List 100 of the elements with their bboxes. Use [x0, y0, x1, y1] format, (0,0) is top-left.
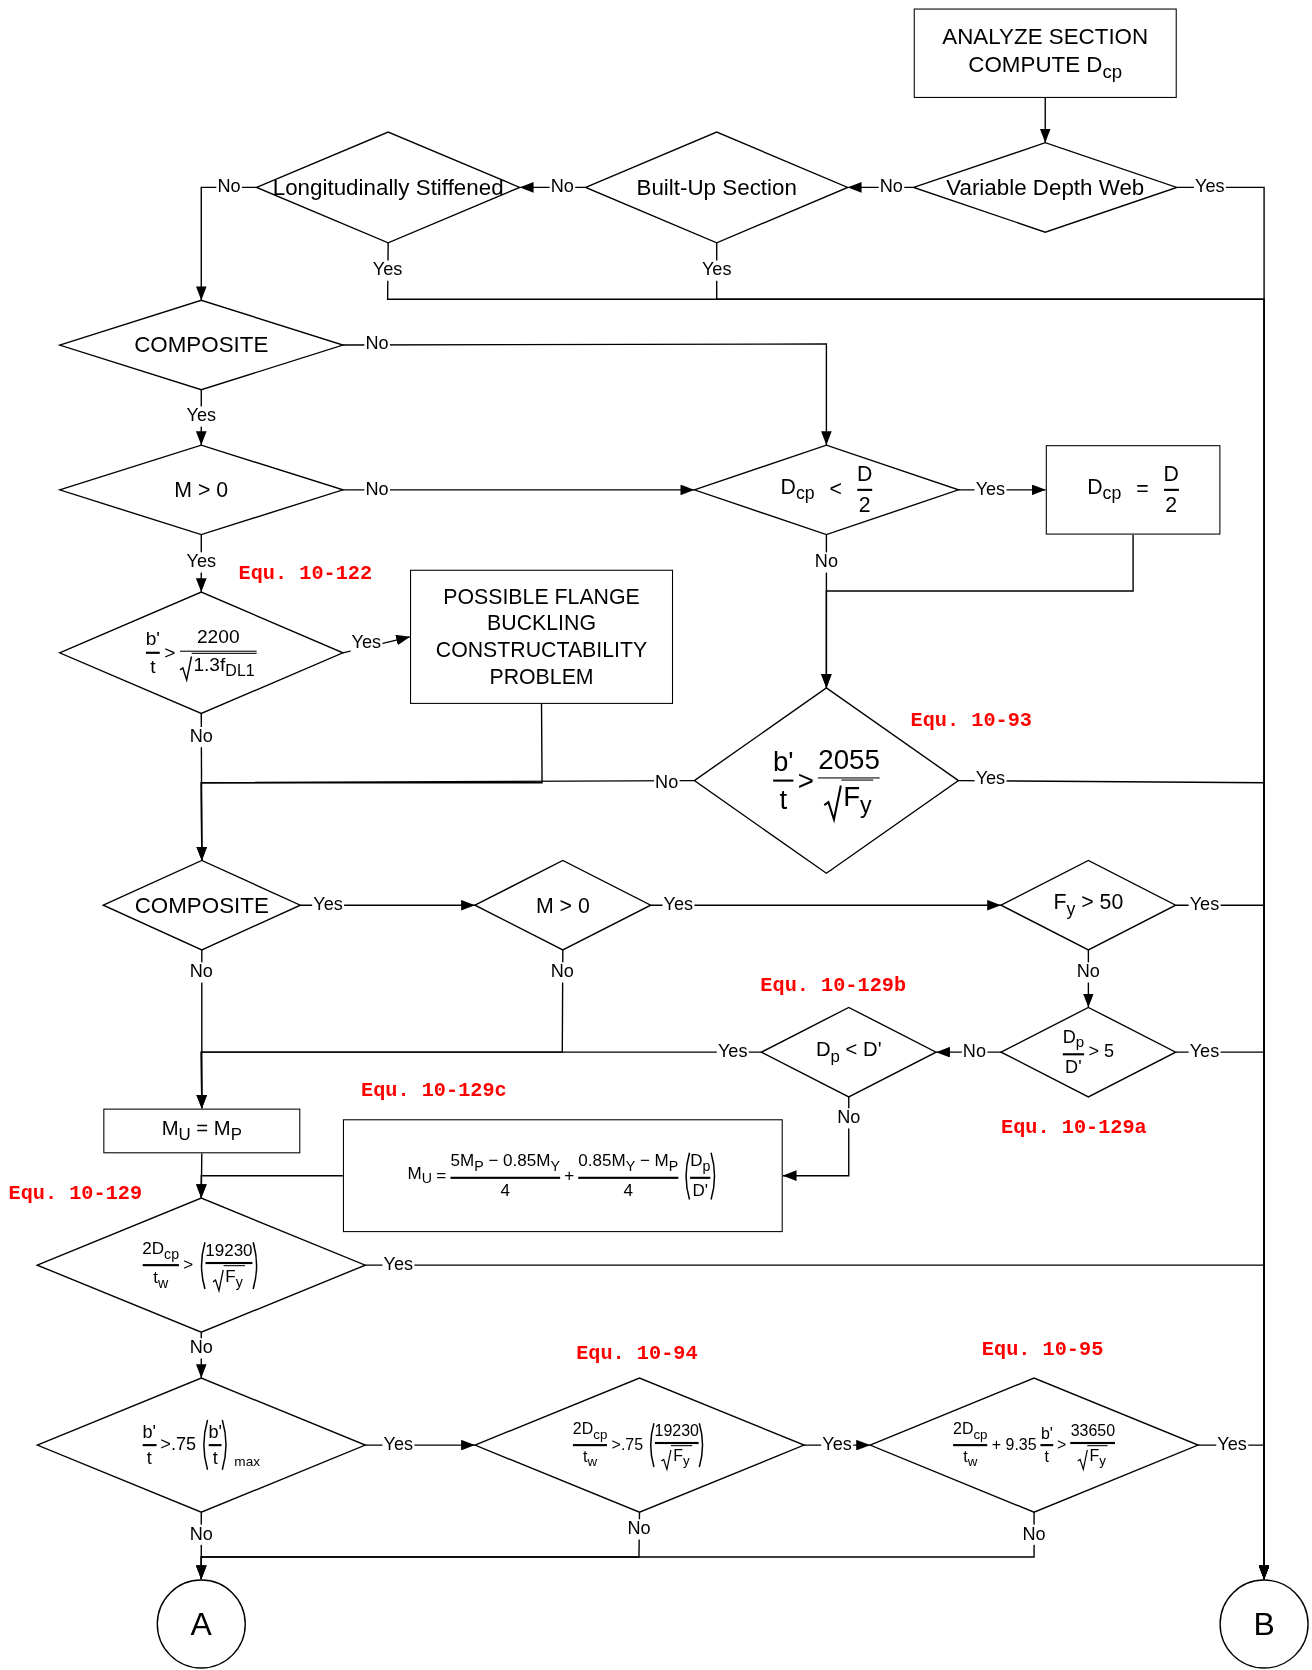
formula-term: >.75: [611, 1435, 644, 1456]
node-text: Longitudinally Stiffened: [272, 173, 504, 202]
decision-diamond: [256, 132, 520, 243]
formula-term: 19230: [205, 1239, 253, 1262]
decision-diamond: [474, 1378, 805, 1513]
decision-diamond: [37, 1378, 366, 1513]
formula-term: max: [234, 1453, 261, 1471]
edge-label: No: [188, 727, 214, 747]
edge-label: No: [836, 1108, 862, 1129]
formula-term: >: [164, 640, 176, 665]
edge-label: No: [188, 1338, 214, 1359]
decision-diamond: [1001, 1007, 1176, 1097]
equation-reference: Equ. 10-129: [8, 1182, 143, 1206]
formula-term: =: [436, 1165, 447, 1187]
edge-label: No: [549, 962, 575, 983]
formula-term: t: [1044, 1446, 1050, 1467]
process-box: [103, 1108, 301, 1154]
formula-term: D: [1163, 461, 1179, 488]
process-box: [342, 1119, 783, 1233]
flow-arrow: [342, 343, 832, 446]
formula-term: 2055: [818, 741, 880, 777]
node-text: F$_{y}$ > 50: [1053, 889, 1124, 922]
formula-term: 2D$_{cp}$: [142, 1238, 180, 1264]
edge-label: No: [188, 1524, 214, 1545]
edge-label: No: [813, 552, 840, 573]
formula-term: b': [1040, 1423, 1053, 1444]
node-text: COMPOSITE: [134, 331, 269, 359]
equation-reference: Equ. 10-129a: [1001, 1116, 1147, 1140]
formula-term: 19230: [654, 1421, 699, 1442]
formula-term: D$_{p}$: [1062, 1025, 1085, 1053]
decision-diamond: [585, 132, 848, 243]
decision-diamond: [694, 445, 959, 535]
formula-term: 5M$_{P}$ − 0.85M$_{Y}$: [450, 1150, 560, 1176]
flow-arrow: [195, 1175, 344, 1199]
formula-term: F$_{y}$: [1087, 1444, 1108, 1470]
formula-term: +: [564, 1165, 575, 1187]
formula-term: t$_{w}$: [153, 1266, 169, 1293]
process-box: [913, 8, 1177, 98]
formula-term: D: [856, 461, 873, 488]
formula-term: >: [1057, 1435, 1067, 1456]
formula-term: b': [142, 1420, 157, 1444]
flow-arrow: [342, 484, 696, 496]
edge-label: Yes: [700, 260, 733, 281]
node-text: M > 0: [174, 476, 229, 504]
equation-reference: Equ. 10-129b: [760, 974, 907, 998]
formula-term: D$_{cp}$: [780, 474, 815, 506]
edge-label: Yes: [185, 552, 218, 573]
formula-term: >: [183, 1254, 194, 1276]
decision-diamond: [1001, 860, 1176, 950]
formula-term: 2: [858, 491, 871, 519]
node-text: COMPOSITE: [134, 891, 269, 919]
edge-label: Yes: [350, 633, 383, 654]
formula-term: 0.85M$_{Y}$ − M$_{P}$: [578, 1150, 679, 1176]
equation-reference: Equ. 10-95: [981, 1337, 1104, 1361]
edge-label: No: [188, 962, 214, 983]
formula-term: 2D$_{cp}$: [572, 1419, 608, 1444]
formula-term: t$_{w}$: [963, 1446, 978, 1471]
formula-term: F$_{y}$: [841, 779, 874, 820]
formula-term: D': [692, 1179, 709, 1201]
formula-term: D': [1065, 1056, 1082, 1079]
formula-term: D$_{p}$: [690, 1150, 711, 1176]
flow-arrow: [195, 1511, 1035, 1580]
formula-term: 2: [1165, 491, 1178, 519]
node-text: Built-Up Section: [636, 173, 797, 202]
decision-diamond: [913, 142, 1177, 233]
flow-arrow: [821, 533, 1134, 689]
decision-diamond: [870, 1378, 1199, 1513]
process-box: [1045, 445, 1221, 535]
formula-term: >: [797, 763, 815, 798]
formula-term: + 9.35: [991, 1435, 1037, 1456]
edge-label: Yes: [185, 406, 218, 427]
edge-label: No: [626, 1519, 652, 1540]
formula-term: 33650: [1070, 1421, 1116, 1442]
formula-term: >.75: [160, 1433, 197, 1457]
node-text: POSSIBLE FLANGE BUCKLING CONSTRUCTABILITY PROBLEM: [434, 583, 649, 690]
formula-term: t: [212, 1446, 218, 1470]
node-text: A: [190, 1605, 212, 1644]
formula-term: D$_{cp}$: [1087, 474, 1122, 506]
node-text: D$_{p}$ < D': [816, 1037, 882, 1067]
formula-term: 4: [623, 1179, 634, 1201]
edge-label: No: [1075, 962, 1101, 983]
flow-arrow: [196, 1051, 763, 1110]
decision-diamond: [103, 860, 301, 950]
formula-term: F$_{y}$: [671, 1444, 692, 1470]
formula-term: 2200: [196, 625, 240, 650]
formula-term: > 5: [1088, 1040, 1115, 1064]
formula-term: 4: [500, 1179, 510, 1201]
formula-term: b': [772, 744, 794, 779]
flow-arrow: [1039, 97, 1051, 144]
formula-term: t: [150, 654, 156, 679]
equation-reference: Equ. 10-129c: [361, 1078, 507, 1103]
formula-term: b': [145, 627, 161, 652]
flow-arrow: [650, 899, 1002, 911]
formula-term: b': [208, 1420, 222, 1444]
formula-term: t: [779, 782, 788, 817]
node-text: B: [1253, 1605, 1275, 1644]
node-text: ANALYZE SECTION COMPUTE D$_{cp}$: [941, 22, 1150, 84]
formula-term: t: [146, 1446, 152, 1470]
formula-term: t$_{w}$: [583, 1446, 598, 1471]
formula-term: =: [1136, 476, 1149, 504]
